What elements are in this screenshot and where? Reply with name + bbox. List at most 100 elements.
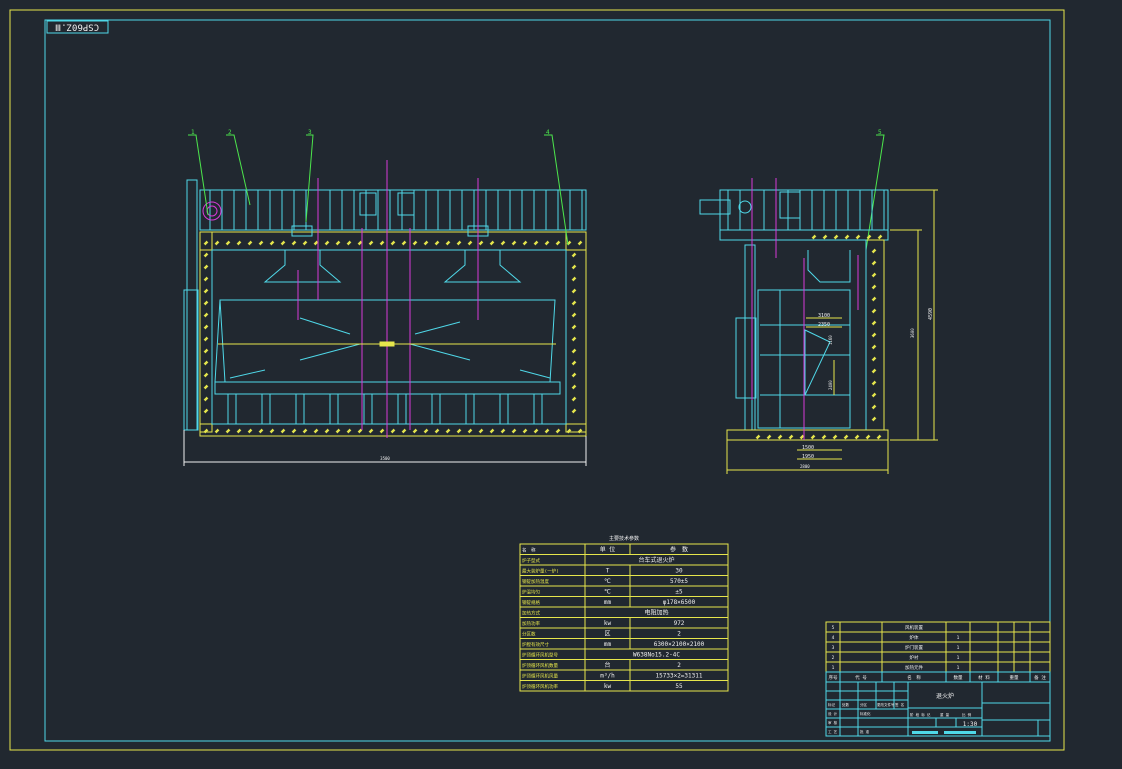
title-block <box>825 671 1051 737</box>
insulation-mark <box>203 408 209 414</box>
insulation-mark <box>478 428 484 434</box>
insulation-mark <box>788 434 794 440</box>
insulation-mark <box>799 434 805 440</box>
side-dim-1500: 1500 <box>802 445 814 451</box>
insulation-mark <box>390 240 396 246</box>
support-leg <box>363 393 373 425</box>
insulation-mark <box>866 234 872 240</box>
insulation-mark <box>203 264 209 270</box>
insulation-mark <box>412 428 418 434</box>
parts-cell: 加热元件 <box>905 664 923 671</box>
spec-cell: ℃ <box>604 578 611 585</box>
insulation-mark <box>313 240 319 246</box>
insulation-mark <box>833 234 839 240</box>
insulation-mark <box>844 234 850 240</box>
insulation-mark <box>571 408 577 414</box>
front-centerlines <box>297 160 479 438</box>
title-block-bar-2 <box>944 731 976 734</box>
insulation-mark <box>854 434 860 440</box>
insulation-mark <box>324 428 330 434</box>
insulation-mark <box>203 312 209 318</box>
insulation-mark <box>313 428 319 434</box>
support-leg <box>431 393 441 425</box>
support-leg <box>261 393 271 425</box>
tb-weight: 重 量 <box>940 712 950 717</box>
parts-cell: 炉体 <box>910 634 919 641</box>
spec-header-cell: 单 位 <box>600 546 616 554</box>
parts-cell: 风机装置 <box>905 624 923 631</box>
side-dim-3100: 3100 <box>818 313 830 319</box>
support-leg <box>533 393 543 425</box>
side-view <box>699 189 889 441</box>
insulation-mark <box>203 336 209 342</box>
parts-cell: 1 <box>832 665 835 671</box>
insulation-mark <box>871 344 877 350</box>
parts-header-cell: 重量 <box>1010 674 1019 681</box>
outer-frame <box>9 9 1065 751</box>
insulation-mark <box>258 428 264 434</box>
support-leg <box>329 393 339 425</box>
tb-count: 处数 <box>842 702 850 707</box>
insulation-mark <box>280 240 286 246</box>
tb-design: 设 计 <box>828 711 838 716</box>
side-inner-height: 3600 <box>910 328 915 338</box>
spec-cell: 炉膛有效尺寸 <box>522 641 549 648</box>
corner-code-text: CSP60Z.Ⅲ <box>55 22 99 32</box>
insulation-mark <box>865 434 871 440</box>
insulation-mark <box>236 240 242 246</box>
insulation-mark <box>566 428 572 434</box>
parts-cell: 炉衬 <box>910 654 919 661</box>
insulation-mark <box>390 428 396 434</box>
side-overall-height: 4590 <box>928 308 934 320</box>
spec-cell: 2 <box>677 662 681 669</box>
insulation-mark <box>247 428 253 434</box>
parts-cell: 2 <box>832 655 835 661</box>
spec-cell: kw <box>604 683 612 690</box>
spec-cell: kw <box>604 620 612 627</box>
insulation-mark <box>203 372 209 378</box>
tb-scale-label: 比 例 <box>962 712 972 717</box>
balloon-1: 1 <box>191 129 195 136</box>
insulation-mark <box>203 276 209 282</box>
insulation-mark <box>357 240 363 246</box>
parts-list-border <box>825 621 1051 673</box>
spec-cell: 2 <box>677 631 681 638</box>
insulation-mark <box>500 428 506 434</box>
support-leg <box>227 393 237 425</box>
insulation-mark <box>871 416 877 422</box>
insulation-mark <box>225 428 231 434</box>
insulation-mark <box>214 428 220 434</box>
insulation-mark <box>777 434 783 440</box>
insulation-mark <box>566 240 572 246</box>
side-centerlines <box>751 178 859 440</box>
insulation-mark <box>855 234 861 240</box>
insulation-mark <box>291 428 297 434</box>
insulation-mark <box>423 428 429 434</box>
insulation-mark <box>871 380 877 386</box>
insulation-mark <box>445 240 451 246</box>
spec-cell: ℃ <box>604 589 611 596</box>
insulation-mark <box>467 240 473 246</box>
insulation-mark <box>203 348 209 354</box>
insulation-mark <box>346 240 352 246</box>
insulation-mark <box>533 428 539 434</box>
insulation-mark <box>571 348 577 354</box>
insulation-mark <box>489 428 495 434</box>
insulation-mark <box>412 240 418 246</box>
insulation-mark <box>335 240 341 246</box>
parts-cell: 1 <box>957 655 960 661</box>
insulation-mark <box>203 300 209 306</box>
insulation-mark <box>203 252 209 258</box>
tb-mark: 标记 <box>828 702 836 707</box>
front-view <box>183 179 587 437</box>
side-fence-posts <box>727 190 885 230</box>
insulation-mark <box>544 428 550 434</box>
parts-cell: 3 <box>832 645 835 651</box>
front-overall-dimension <box>183 430 587 466</box>
corner-code-box: CSP60Z.Ⅲ <box>46 20 109 34</box>
insulation-mark <box>456 428 462 434</box>
tb-check: 审 核 <box>828 720 838 725</box>
insulation-mark <box>401 428 407 434</box>
fence-posts <box>209 190 583 230</box>
